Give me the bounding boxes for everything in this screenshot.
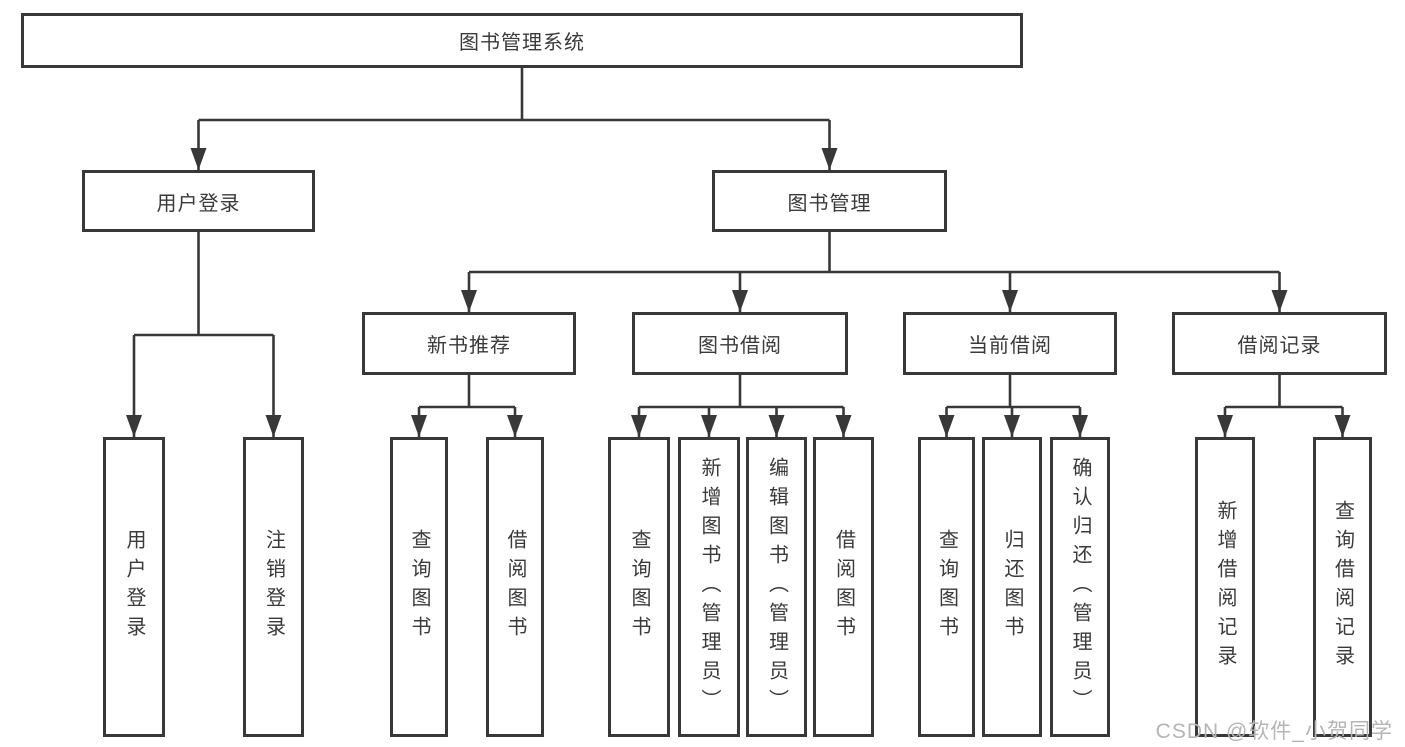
leaf-box-edit-books-admin: 编辑图书（管理员） — [746, 437, 807, 737]
leaf-box-recommend-borrow-books: 借阅图书 — [486, 437, 544, 737]
leaf-box-user-login: 用户登录 — [103, 437, 165, 737]
leaf-box-recommend-query-books: 查询图书 — [390, 437, 448, 737]
leaf-box-query-borrow-record: 查询借阅记录 — [1313, 437, 1372, 737]
node-box-book-management: 图书管理 — [712, 170, 947, 232]
node-box-borrow-records: 借阅记录 — [1172, 312, 1387, 375]
leaf-box-borrow-books: 借阅图书 — [813, 437, 874, 737]
leaf-box-confirm-return-admin: 确认归还（管理员） — [1050, 437, 1110, 737]
leaf-box-borrow-query-books: 查询图书 — [608, 437, 670, 737]
leaf-box-add-books-admin: 新增图书（管理员） — [678, 437, 740, 737]
leaf-box-add-borrow-record: 新增借阅记录 — [1195, 437, 1255, 737]
node-box-system-root: 图书管理系统 — [21, 13, 1023, 68]
leaf-box-return-books: 归还图书 — [982, 437, 1042, 737]
node-box-book-borrow: 图书借阅 — [632, 312, 848, 375]
csdn-watermark: CSDN @软件_小贺同学 — [1155, 720, 1393, 743]
node-box-current-borrow: 当前借阅 — [903, 312, 1117, 375]
node-box-user-login: 用户登录 — [82, 170, 315, 232]
leaf-box-current-query-books: 查询图书 — [918, 437, 975, 737]
node-box-new-book-recommend: 新书推荐 — [362, 312, 576, 375]
leaf-box-logout: 注销登录 — [243, 437, 304, 737]
